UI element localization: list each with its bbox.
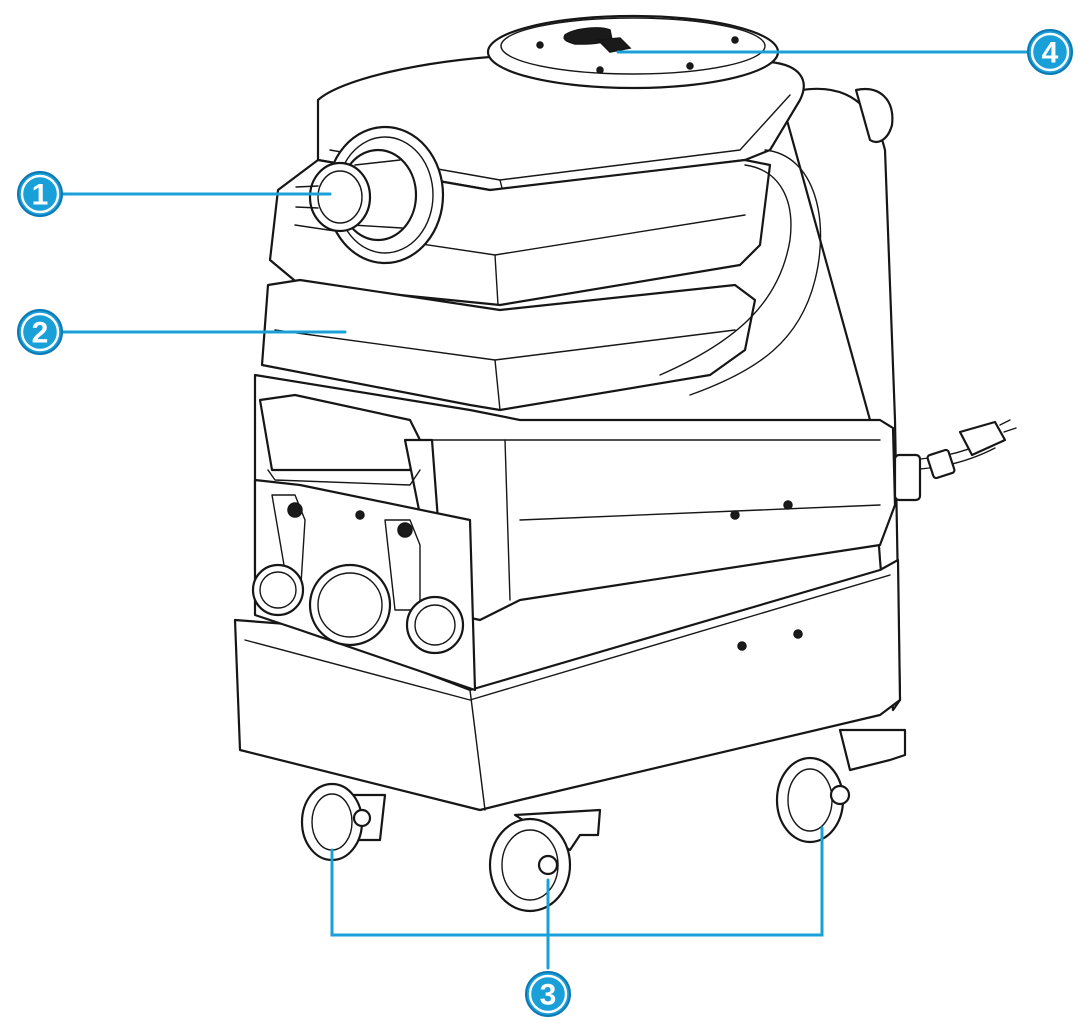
caster-right (775, 728, 907, 844)
casters (300, 728, 907, 913)
fill-lid (486, 14, 780, 90)
callout-1-number: 1 (32, 179, 49, 212)
caster-left (300, 782, 387, 862)
callout-2: 2 (17, 309, 63, 355)
callout-3-number: 3 (540, 979, 557, 1012)
power-cord (893, 419, 1017, 502)
callout-3: 3 (525, 971, 571, 1017)
inlet-fitting (295, 125, 445, 265)
port-center (308, 563, 392, 647)
callout-2-number: 2 (32, 317, 49, 350)
callout-4: 4 (1027, 29, 1073, 75)
callout-4-number: 4 (1042, 37, 1059, 70)
leader-3 (330, 826, 824, 970)
machine-body (233, 14, 902, 812)
callout-1: 1 (17, 171, 63, 217)
leader-lines (58, 50, 1030, 970)
recovery-tank-section (260, 278, 757, 412)
caster-center (488, 808, 602, 913)
